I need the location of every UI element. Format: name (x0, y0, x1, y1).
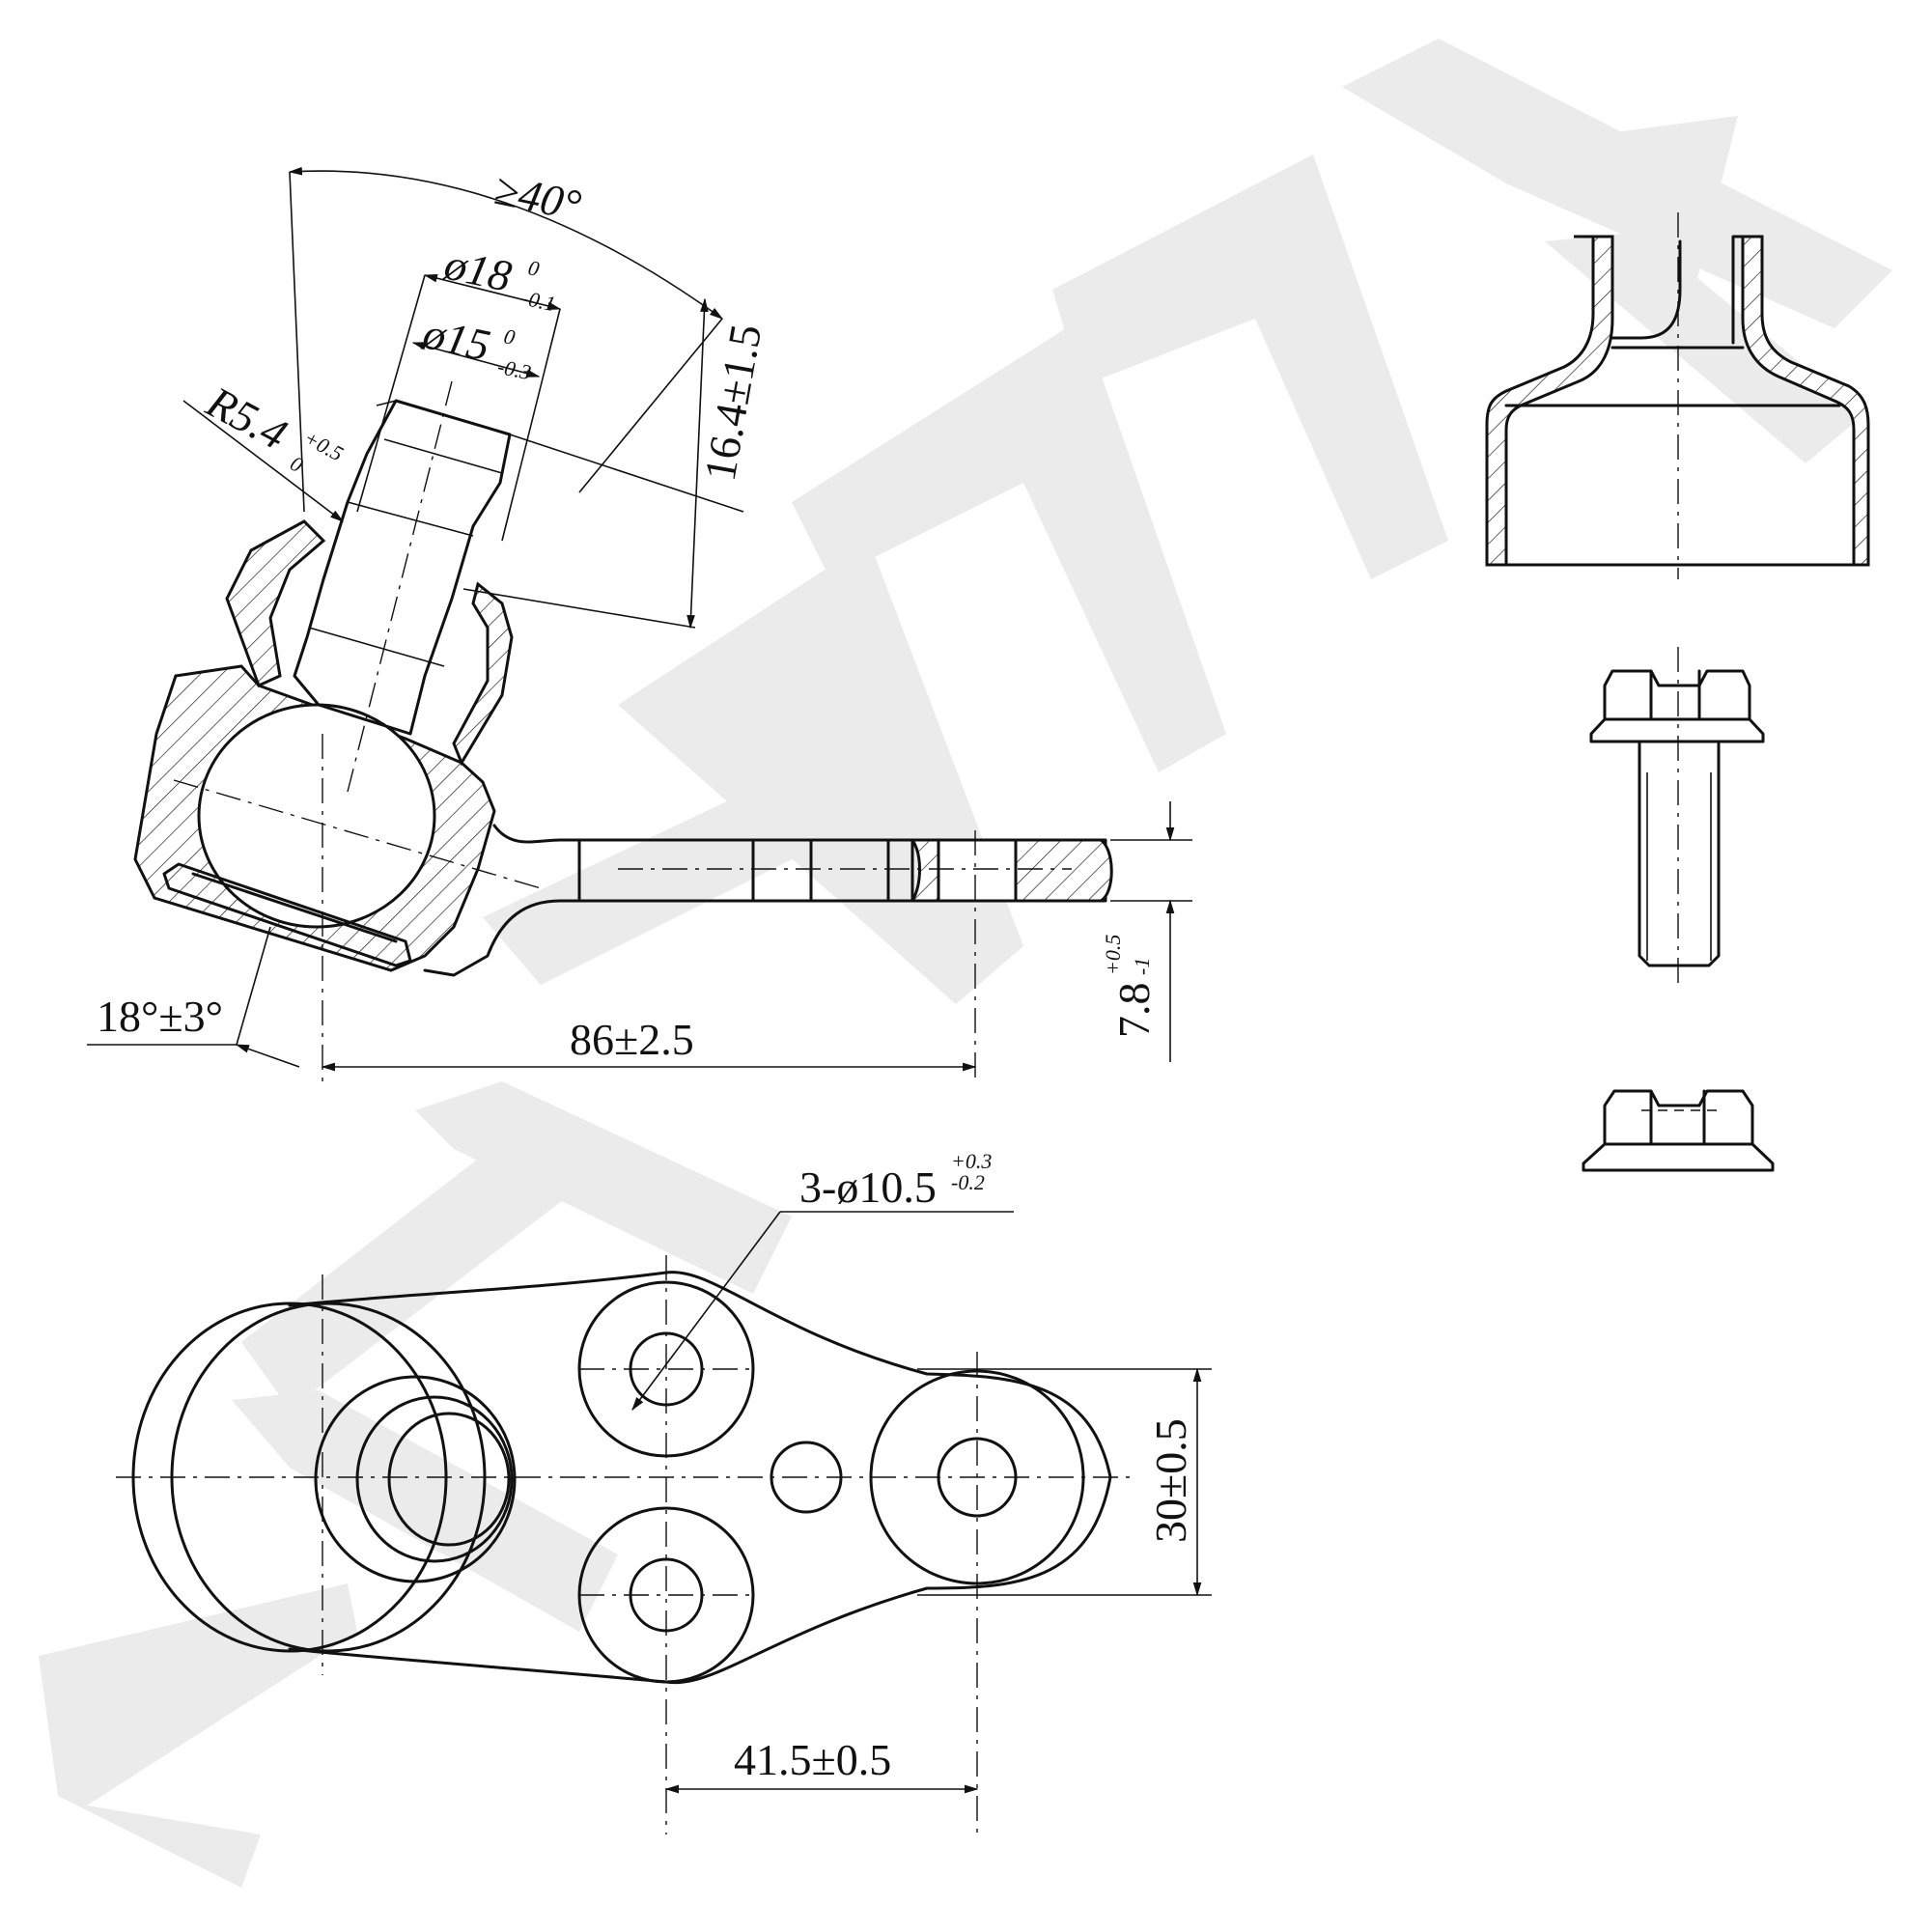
spacing-label: 41.5±0.5 (734, 1735, 891, 1784)
svg-text:-1: -1 (1130, 958, 1154, 975)
svg-text:+0.3: +0.3 (951, 1149, 992, 1173)
boot-section (225, 519, 326, 688)
stud-top (314, 1375, 517, 1583)
holes-dimension: 3-ø10.5 +0.3 -0.2 (799, 1149, 992, 1212)
svg-text:-0.1: -0.1 (519, 286, 557, 317)
svg-text:0: 0 (287, 451, 307, 477)
dia18-dimension: ø18 0 -0.1 (439, 238, 557, 317)
control-arm (423, 824, 1107, 977)
watermark (39, 39, 1892, 1888)
ball (197, 703, 436, 929)
angle-label: ≥40° (490, 164, 585, 231)
radius-dimension: R5.4 +0.5 0 (198, 377, 348, 477)
svg-text:0: 0 (526, 255, 542, 281)
svg-text:3-ø10.5: 3-ø10.5 (799, 1162, 937, 1212)
svg-text:R5.4: R5.4 (198, 377, 294, 460)
width-label: 30±0.5 (1146, 1418, 1195, 1543)
flange-nut (1582, 1089, 1775, 1172)
bottom-plate (162, 862, 412, 967)
svg-text:ø18: ø18 (439, 238, 516, 300)
svg-text:+0.5: +0.5 (1101, 935, 1125, 975)
svg-text:0: 0 (502, 323, 518, 350)
dust-boot (1485, 212, 1870, 579)
dia15-dimension: ø15 0 -0.3 (418, 308, 533, 385)
top-view (116, 1211, 1212, 1834)
tilt-angle-label: 18°±3° (97, 992, 223, 1041)
svg-text:-0.2: -0.2 (951, 1170, 985, 1194)
flange-bolt (1589, 647, 1765, 985)
svg-text:-0.3: -0.3 (495, 354, 533, 385)
side-section-view (87, 166, 1192, 1081)
svg-text:7.8: 7.8 (1109, 983, 1159, 1039)
svg-text:+0.5: +0.5 (300, 425, 348, 465)
stud-height-label: 16.4±1.5 (695, 321, 771, 485)
thickness-dimension: 7.8 +0.5 -1 (1101, 935, 1159, 1038)
svg-text:ø15: ø15 (418, 308, 494, 370)
length-label: 86±2.5 (570, 1015, 694, 1064)
